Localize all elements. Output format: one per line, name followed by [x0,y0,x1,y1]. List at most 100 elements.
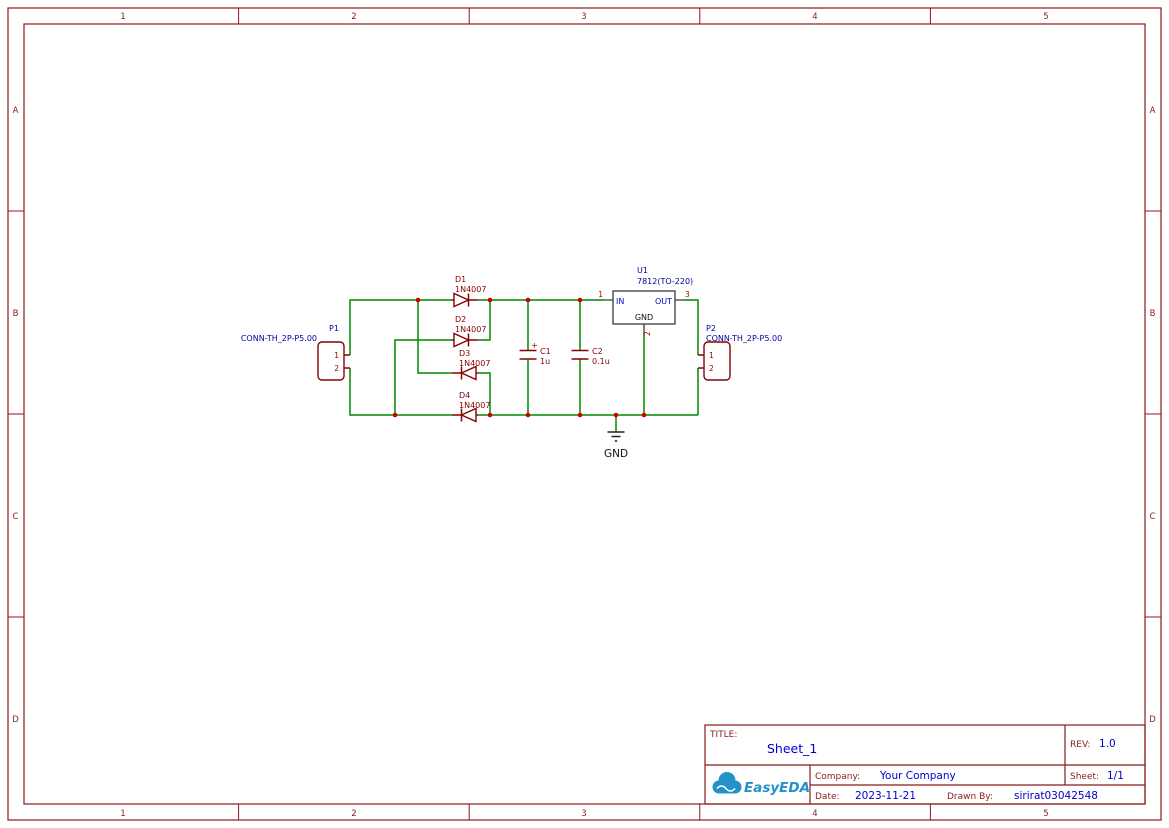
component-value-label[interactable]: 1N4007 [455,285,486,294]
pin-number: 2 [334,364,339,373]
pin-name-out: OUT [655,297,672,306]
frame-column-label: 2 [351,12,356,22]
junction-dot [487,412,493,418]
company-value[interactable]: Your Company [879,770,956,782]
pin-number: 1 [598,290,603,299]
component-c2[interactable]: C2 0.1u [571,347,610,366]
wire[interactable] [349,368,452,416]
component-ref-label[interactable]: P1 [329,324,339,333]
wire[interactable] [417,300,452,374]
frame-column-label: 2 [351,809,356,819]
ground-net-label: GND [604,448,628,460]
component-value-label[interactable]: CONN-TH_2P-P5.00 [241,334,317,343]
pin-number: 2 [643,331,652,336]
frame-column-label: 1 [120,12,125,22]
component-ref-label[interactable]: D1 [455,275,466,284]
junction-dot [641,412,647,418]
junction-dot [392,412,398,418]
component-ref-label[interactable]: C1 [540,347,551,356]
pin-name-gnd: GND [635,313,653,322]
component-c1[interactable]: + C1 1u [519,341,551,366]
frame-column-label: 3 [581,12,586,22]
component-value-label[interactable]: 7812(TO-220) [637,277,693,286]
diode-triangle [453,292,471,308]
wire[interactable] [349,299,452,355]
date-field-label: Date: [815,792,840,802]
title-block-dividers [705,725,1145,804]
rev-value[interactable]: 1.0 [1099,738,1116,750]
component-ref-label[interactable]: D3 [459,349,470,358]
date-value[interactable]: 2023-11-21 [855,790,916,802]
component-value-label[interactable]: 1u [540,357,550,366]
frame-row-label: A [1150,106,1156,116]
component-u1[interactable]: IN OUT GND 1 3 2 U1 7812(TO-220) [598,266,693,336]
logo-wordmark: EasyEDA [744,780,810,796]
frame-row-label: B [13,309,19,319]
frame-row-label: D [12,715,19,725]
junction-dot [487,297,493,303]
ground-bars [607,431,625,442]
ground-symbol[interactable]: GND [604,431,628,460]
component-value-label[interactable]: 1N4007 [459,401,490,410]
schematic-wires [349,299,699,432]
connector-pin-leads [344,354,350,369]
component-value-label[interactable]: 0.1u [592,357,610,366]
component-p1[interactable]: 1 2 P1 CONN-TH_2P-P5.00 [241,324,350,381]
junction-dot [415,297,421,303]
logo-wave [716,785,736,792]
wire[interactable] [683,299,699,355]
sheet-field-label: Sheet: [1070,772,1099,782]
connector-body [703,341,731,381]
frame-column-label: 1 [120,809,125,819]
component-d3[interactable]: D3 1N4007 [452,349,490,381]
pin-number: 2 [709,364,714,373]
frame-column-label: 4 [812,809,817,819]
component-d4[interactable]: D4 1N4007 [452,391,490,423]
component-ref-label[interactable]: D4 [459,391,470,400]
junction-dots [392,297,647,418]
title-block: TITLE: Sheet_1 REV: 1.0 Company: Your Co… [704,724,1146,805]
capacitor-plates [519,349,537,360]
frame-column-label: 3 [581,809,586,819]
wire[interactable] [394,339,452,415]
frame-column-label: 5 [1043,809,1048,819]
easyeda-logo: EasyEDA [712,772,810,796]
frame-inner-border [23,23,1146,805]
pin-number: 1 [334,351,339,360]
frame-column-label: 4 [812,12,817,22]
component-value-label[interactable]: 1N4007 [459,359,490,368]
wire[interactable] [478,372,491,415]
component-value-label[interactable]: 1N4007 [455,325,486,334]
connector-pin-leads [698,354,704,369]
pin-number: 1 [709,351,714,360]
polarity-plus-sign: + [531,341,538,350]
title-field-label: TITLE: [709,730,737,740]
drawn-by-value[interactable]: sirirat03042548 [1014,790,1098,802]
component-ref-label[interactable]: D2 [455,315,466,324]
ic-pin-leads [605,299,683,332]
component-ref-label[interactable]: C2 [592,347,603,356]
connector-body [317,341,345,381]
drawn-by-field-label: Drawn By: [947,792,993,802]
diode-triangle [453,332,471,348]
drawing-frame: 1 2 3 4 5 1 2 3 4 5 A B C D A B C D [7,7,1162,821]
frame-row-label: B [1150,309,1156,319]
sheet-title[interactable]: Sheet_1 [767,741,817,756]
junction-dot [577,297,583,303]
wire[interactable] [478,300,491,341]
component-d2[interactable]: D2 1N4007 [452,315,486,348]
frame-row-label: C [13,512,19,522]
component-ref-label[interactable]: U1 [637,266,648,275]
junction-dot [525,297,531,303]
component-p2[interactable]: 1 2 P2 CONN-TH_2P-P5.00 [698,324,782,381]
junction-dot [577,412,583,418]
component-value-label[interactable]: CONN-TH_2P-P5.00 [706,334,782,343]
frame-row-label: D [1149,715,1156,725]
component-ref-label[interactable]: P2 [706,324,716,333]
diode-triangle [459,365,477,381]
sheet-number-value[interactable]: 1/1 [1107,770,1124,782]
component-d1[interactable]: D1 1N4007 [452,275,486,308]
company-field-label: Company: [815,772,860,782]
